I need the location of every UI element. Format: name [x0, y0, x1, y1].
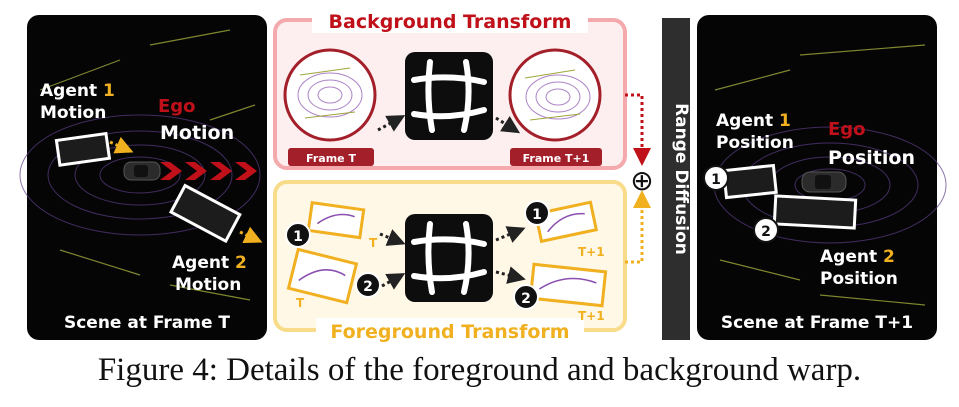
right-agent1-box [722, 163, 778, 200]
right-ego-label: Ego [828, 119, 866, 140]
background-transform-panel: Background Transform Frame T [273, 7, 627, 170]
fg-agent2-t-label: T [296, 296, 305, 310]
right-agent2-label: Agent 2 [820, 247, 895, 267]
right-panel-title: Scene at Frame T+1 [721, 313, 913, 333]
fg-arrow-out-1 [495, 226, 526, 243]
foreground-transform-panel: Foreground Transform T T 1 2 [273, 180, 627, 344]
left-agent2-box [168, 183, 242, 244]
fg-agent1-t1-label: T+1 [578, 245, 605, 259]
right-agent2-box [772, 194, 858, 230]
right-ego-car [801, 171, 847, 193]
right-agent1-label: Agent 1 [716, 111, 791, 131]
fg-agent1-crop-t [306, 200, 366, 240]
bg-frame-t1-tag [510, 148, 602, 166]
fg-agent2-t1-label: T+1 [578, 309, 605, 323]
right-badge-1-text: 1 [711, 172, 721, 188]
right-scene-panel: 1 2 Agent 1 Position Ego Position Agent … [697, 15, 947, 340]
fg-badge-1-t1 [524, 200, 550, 226]
fg-badge-2-t [355, 272, 381, 298]
fg-badge-2-t1-text: 2 [521, 291, 531, 307]
fg-badge-1-t1-text: 1 [532, 207, 542, 223]
left-lidar-rings [19, 114, 261, 236]
bg-arrow-out [495, 115, 521, 134]
right-agent1-position: Position [716, 133, 794, 153]
left-agent2-motion: Motion [175, 275, 241, 295]
right-agent2-position: Position [820, 269, 898, 289]
background-transform-title: Background Transform [329, 11, 572, 33]
bg-to-combine-arrow [625, 93, 651, 166]
bg-arrow-in [377, 115, 406, 132]
bg-frame-t-label: Frame T [306, 152, 356, 165]
right-ego-position: Position [828, 147, 915, 169]
fg-agent1-crop-t1 [533, 200, 599, 244]
left-agent1-box [54, 131, 112, 167]
fg-badge-1-t-text: 1 [293, 229, 303, 245]
fg-agent2-crop-t [286, 247, 359, 305]
fg-badge-2-t-text: 2 [363, 279, 373, 295]
left-ego-motion: Motion [160, 122, 234, 144]
combine-symbol: ⊕ [630, 164, 653, 197]
right-badge-2 [753, 217, 779, 243]
figure-caption: Figure 4: Details of the foreground and … [97, 352, 862, 388]
ego-motion-arrows [160, 162, 257, 180]
fg-badge-2-t1 [513, 284, 539, 310]
fg-to-combine-arrow [625, 190, 651, 264]
left-ego-car [123, 161, 161, 181]
fg-warp-icon [405, 214, 493, 302]
bg-warp-icon [405, 52, 493, 140]
bg-frame-t-circle [283, 48, 377, 142]
right-lidar-points [714, 44, 926, 306]
left-ego-label: Ego [158, 96, 196, 117]
left-lidar-points [39, 29, 256, 301]
range-diffusion-block: Range Diffusion [662, 18, 691, 340]
left-agent1-label: Agent 1 [40, 81, 115, 101]
fg-arrow-out-2 [495, 266, 526, 284]
fg-agent2-crop-t1 [528, 262, 608, 308]
right-badge-1 [703, 165, 729, 191]
left-agent1-motion: Motion [40, 103, 106, 123]
combine-node: ⊕ [625, 93, 654, 264]
right-badge-2-text: 2 [761, 224, 771, 240]
range-diffusion-label: Range Diffusion [671, 103, 691, 255]
bg-frame-t1-circle [508, 48, 602, 142]
fg-badge-1-t [285, 222, 311, 248]
bg-frame-t1-label: Frame T+1 [523, 152, 590, 165]
left-scene-panel: Agent 1 Motion Ego Motion Agent 2 Motion… [19, 15, 267, 340]
bg-frame-t-tag [288, 148, 374, 166]
foreground-transform-title: Foreground Transform [330, 321, 569, 343]
left-agent2-label: Agent 2 [172, 253, 247, 273]
left-panel-title: Scene at Frame T [64, 313, 230, 333]
fg-agent1-t-label: T [369, 236, 378, 250]
